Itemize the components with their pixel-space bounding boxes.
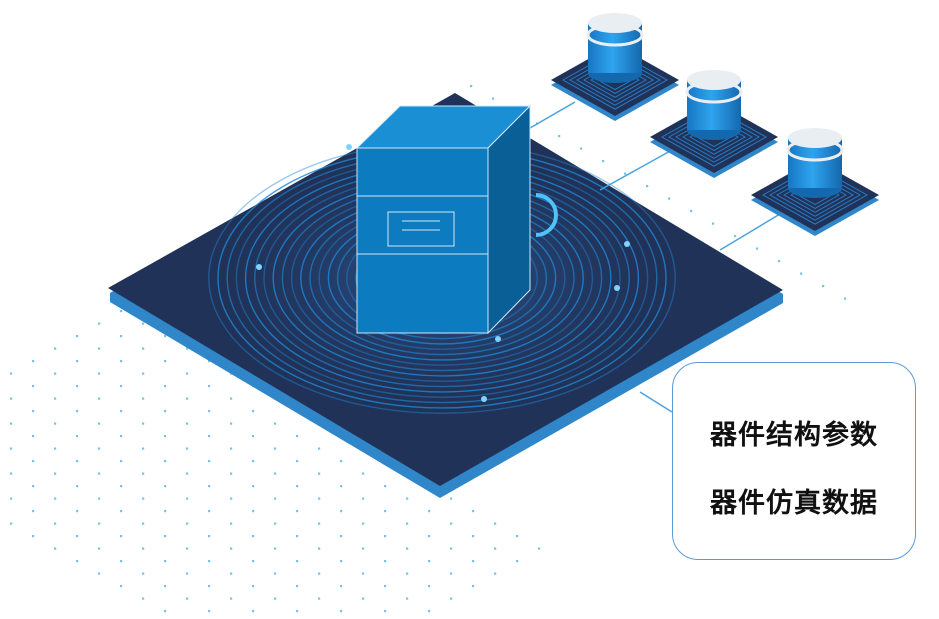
ring-node [624, 241, 630, 247]
ring-node [495, 336, 501, 342]
label-structure-params: 器件结构参数 [710, 420, 878, 451]
dot-grid-upper-right [470, 85, 847, 300]
ring-node [256, 264, 262, 270]
label-simulation-data: 器件仿真数据 [710, 488, 878, 519]
ring-accent [535, 193, 558, 237]
database-cylinder-icon [551, 13, 679, 121]
info-callout-box: 器件结构参数 器件仿真数据 [672, 362, 916, 560]
dot-grid-lower-left [10, 310, 541, 613]
server-cabinet-icon [355, 104, 532, 335]
ring-node [614, 285, 620, 291]
ring-node [481, 396, 487, 402]
database-cylinder-icon [751, 128, 879, 236]
ring-node [346, 144, 352, 150]
database-cylinder-icon [650, 70, 778, 178]
